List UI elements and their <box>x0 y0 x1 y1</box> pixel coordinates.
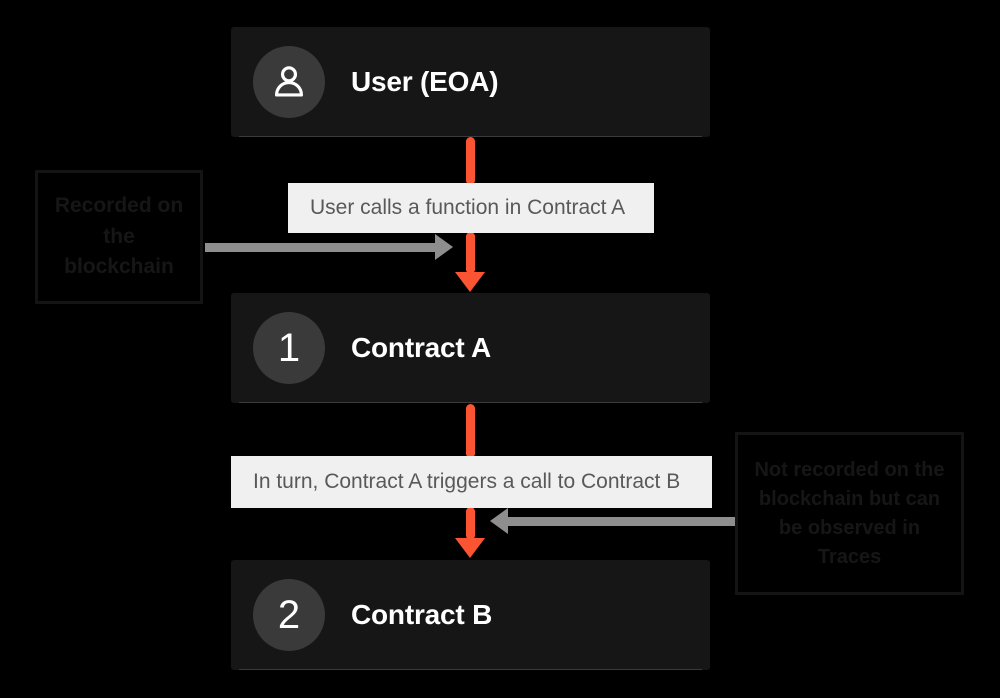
node-user-eoa-label: User (EOA) <box>351 66 499 97</box>
node-contract-b-label: Contract B <box>351 599 493 630</box>
step-number-badge: 1 <box>253 312 325 384</box>
step-number-badge: 2 <box>253 579 325 651</box>
annotation-arrow-left-icon <box>490 508 735 534</box>
node-contract-b[interactable]: 2 Contract B <box>231 560 710 670</box>
connector-contract-a-to-contract-b-lower <box>466 507 475 540</box>
node-contract-a-label: Contract A <box>351 332 492 363</box>
person-icon <box>253 46 325 118</box>
step-label-text: In turn, Contract A triggers a call to C… <box>253 470 681 493</box>
step-label-contract-a-triggers-contract-b: In turn, Contract A triggers a call to C… <box>231 456 712 508</box>
arrowhead-into-contract-a-icon <box>455 272 485 292</box>
arrow-shaft <box>205 242 435 252</box>
node-user-eoa[interactable]: User (EOA) <box>231 27 710 137</box>
callout-text: Recorded on the blockchain <box>54 194 184 279</box>
step-label-user-calls-contract-a: User calls a function in Contract A <box>288 183 654 233</box>
arrow-shaft <box>508 516 735 526</box>
node-underline <box>239 136 702 137</box>
node-underline <box>239 402 702 403</box>
connector-user-to-contract-a-lower <box>466 232 475 274</box>
callout-text: Not recorded on the blockchain but can b… <box>754 458 945 568</box>
node-underline <box>239 669 702 670</box>
arrow-tip <box>435 234 453 260</box>
connector-contract-a-to-contract-b-upper <box>466 404 475 458</box>
connector-user-to-contract-a-upper <box>466 137 475 185</box>
step-label-text: User calls a function in Contract A <box>310 196 626 219</box>
arrow-tip <box>490 508 508 534</box>
annotation-arrow-right-icon <box>205 234 453 260</box>
callout-recorded-on-blockchain: Recorded on the blockchain <box>35 170 203 304</box>
node-contract-a[interactable]: 1 Contract A <box>231 293 710 403</box>
callout-not-recorded-on-blockchain: Not recorded on the blockchain but can b… <box>735 432 964 595</box>
arrowhead-into-contract-b-icon <box>455 538 485 558</box>
